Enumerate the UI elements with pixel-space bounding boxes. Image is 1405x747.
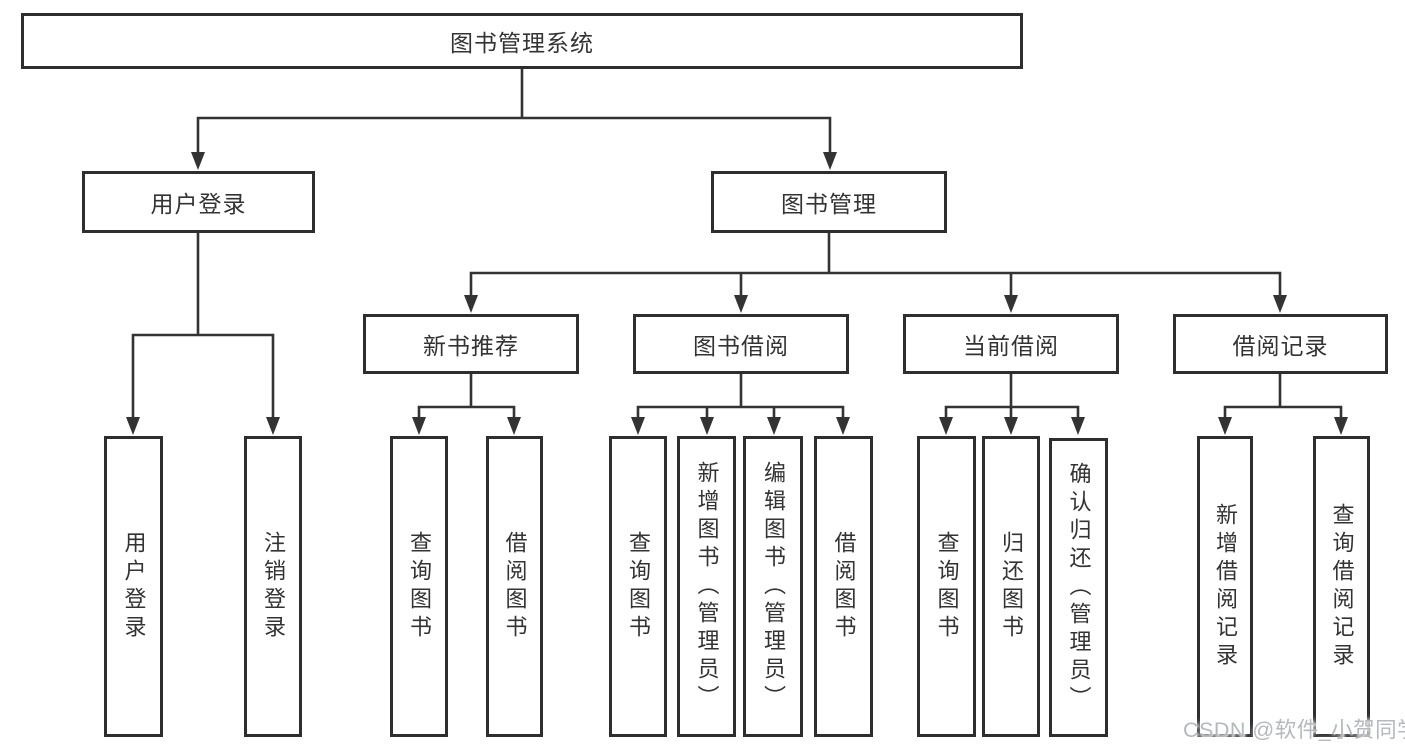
arrow-down-icon [266,417,280,435]
leaf-confirm-return-admin-label: 确认归还（管理员） [1066,461,1092,714]
connector [131,231,275,420]
node-borrow-records: 借阅记录 [1173,314,1388,374]
node-new-book-recommend: 新书推荐 [363,314,579,374]
arrow-down-icon [1004,417,1018,435]
node-root: 图书管理系统 [21,13,1023,69]
connector [469,231,1282,298]
leaf-query-book-borrow-label: 查询图书 [626,530,651,643]
leaf-query-book-current: 查询图书 [917,436,976,737]
leaf-confirm-return-admin: 确认归还（管理员） [1049,438,1108,737]
leaf-add-borrow-record-label: 新增借阅记录 [1213,502,1238,671]
arrow-down-icon [191,152,205,170]
connector [1223,372,1343,420]
leaf-return-book: 归还图书 [982,436,1040,737]
arrow-down-icon [507,417,521,435]
leaf-query-book-borrow: 查询图书 [609,436,667,737]
arrow-down-icon [836,417,850,435]
csdn-watermark: CSDN @软件_小贺同学 [1183,718,1405,742]
leaf-query-borrow-record-label: 查询借阅记录 [1329,502,1355,671]
arrow-down-icon [464,295,478,313]
leaf-query-book-current-label: 查询图书 [934,530,960,643]
leaf-query-book-recommend: 查询图书 [390,436,448,737]
arrow-down-icon [767,417,781,435]
leaf-user-login-label: 用户登录 [121,530,147,643]
leaf-borrow-book-label: 借阅图书 [831,530,857,643]
arrow-down-icon [1071,417,1085,435]
arrow-down-icon [631,417,645,435]
leaf-query-book-recommend-label: 查询图书 [407,530,432,643]
leaf-borrow-book-recommend: 借阅图书 [486,436,543,737]
node-user-login: 用户登录 [82,171,315,233]
node-user-login-label: 用户登录 [150,191,247,217]
leaf-add-book-admin: 新增图书（管理员） [677,436,736,737]
leaf-edit-book-admin-label: 编辑图书（管理员） [761,460,786,713]
leaf-query-borrow-record: 查询借阅记录 [1313,436,1370,737]
leaf-add-borrow-record: 新增借阅记录 [1197,436,1253,737]
arrow-down-icon [734,295,748,313]
arrow-down-icon [1218,417,1232,435]
node-book-management-label: 图书管理 [781,191,877,217]
arrow-down-icon [1334,417,1348,435]
connector [196,67,832,155]
leaf-logout: 注销登录 [244,436,302,737]
leaf-user-login: 用户登录 [104,436,163,737]
leaf-borrow-book: 借阅图书 [814,436,873,737]
node-book-borrow-label: 图书借阅 [693,333,789,359]
connector [944,372,1080,420]
arrow-down-icon [1273,295,1287,313]
connector [417,372,516,420]
node-current-borrow-label: 当前借阅 [963,333,1059,359]
leaf-return-book-label: 归还图书 [999,530,1024,643]
node-borrow-records-label: 借阅记录 [1232,333,1329,359]
leaf-add-book-admin-label: 新增图书（管理员） [694,460,720,713]
node-book-management: 图书管理 [711,171,947,233]
connector [636,372,845,420]
node-current-borrow: 当前借阅 [903,314,1119,374]
node-book-borrow: 图书借阅 [633,314,849,374]
node-new-book-recommend-label: 新书推荐 [423,333,519,359]
arrow-down-icon [700,417,714,435]
arrow-down-icon [412,417,426,435]
arrow-down-icon [1004,295,1018,313]
arrow-down-icon [939,417,953,435]
leaf-borrow-book-recommend-label: 借阅图书 [502,530,528,643]
node-root-label: 图书管理系统 [450,30,594,56]
arrow-down-icon [823,152,837,170]
leaf-logout-label: 注销登录 [261,530,286,643]
leaf-edit-book-admin: 编辑图书（管理员） [743,436,803,737]
arrow-down-icon [126,417,140,435]
